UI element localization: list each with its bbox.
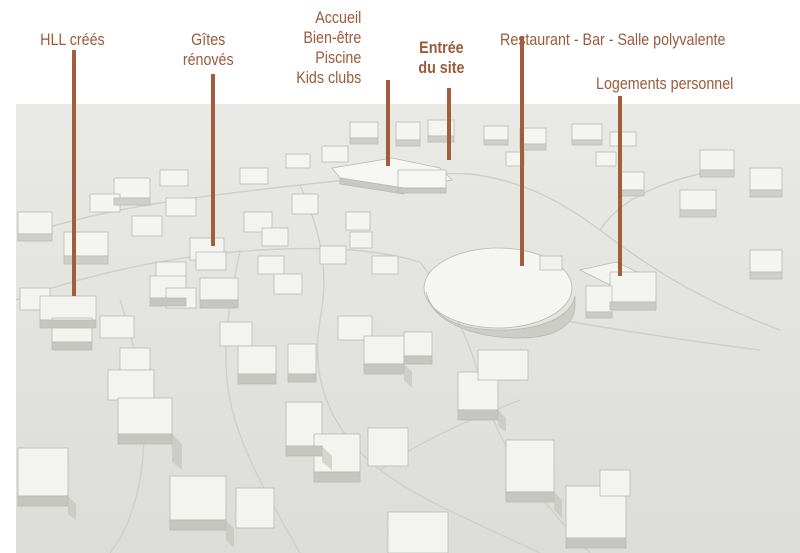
shadows: [68, 364, 562, 548]
label-entree-line2: du site: [418, 58, 465, 77]
leader-line-entree: [447, 88, 451, 160]
leader-line-gites: [211, 74, 215, 246]
label-accueil-line3: Piscine: [315, 48, 362, 67]
label-gites-line1: Gîtes: [191, 30, 226, 49]
label-logements: Logements personnel: [596, 74, 733, 94]
label-entree: Entrée du site: [418, 38, 464, 78]
label-logements-text: Logements personnel: [596, 74, 734, 93]
label-accueil-line4: Kids clubs: [296, 68, 362, 87]
label-hll-text: HLL créés: [40, 30, 105, 49]
label-restaurant: Restaurant - Bar - Salle polyvalente: [500, 30, 725, 50]
label-accueil-line1: Accueil: [315, 8, 362, 27]
leader-line-logements: [618, 96, 622, 276]
label-restaurant-text: Restaurant - Bar - Salle polyvalente: [500, 30, 726, 49]
leader-line-restaurant: [520, 36, 524, 266]
label-hll: HLL créés: [40, 30, 105, 50]
label-accueil-line2: Bien-être: [303, 28, 362, 47]
buildings: [17, 119, 783, 553]
leader-line-accueil: [386, 80, 390, 166]
label-gites-line2: rénovés: [182, 50, 234, 69]
leader-line-hll: [72, 50, 76, 296]
label-accueil: Accueil Bien-être Piscine Kids clubs: [296, 8, 361, 88]
label-entree-line1: Entrée: [419, 38, 464, 57]
label-gites: Gîtes rénovés: [183, 30, 234, 70]
